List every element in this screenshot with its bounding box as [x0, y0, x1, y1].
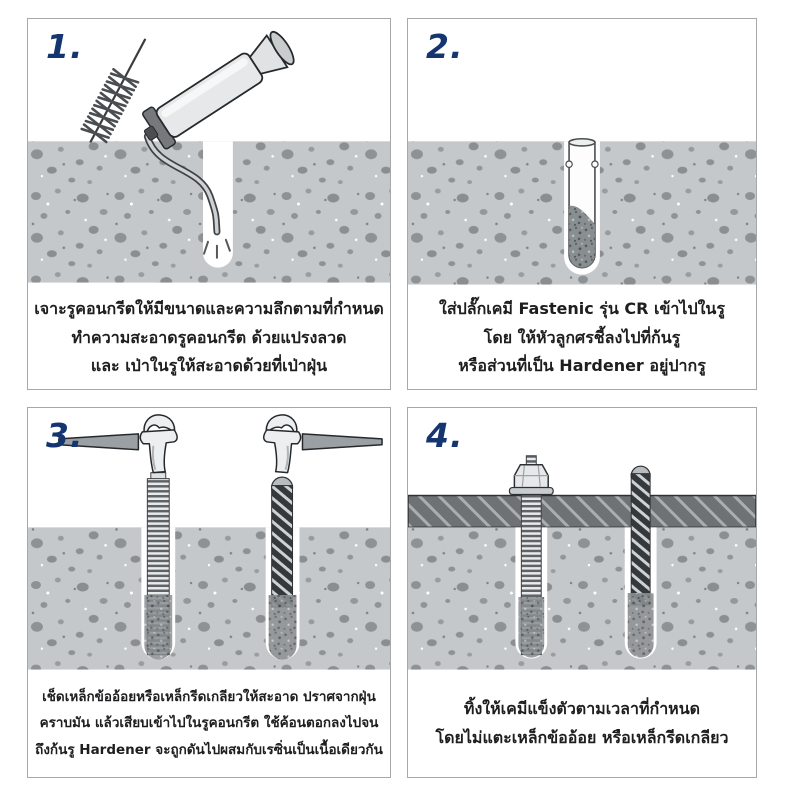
wire-brush-icon	[80, 38, 147, 144]
caption-line: โดย ให้หัวลูกศรชี้ลงไปที่ก้นรู	[483, 327, 681, 347]
caption-line: และ เป่าในรูให้สะอาดด้วยที่เป่าฝุ่น	[90, 356, 328, 376]
resin-fill	[518, 596, 545, 658]
caption-line: เช็ดเหล็กข้ออ้อยหรือเหล็กรีดเกลียวให้สะอ…	[42, 689, 376, 706]
step-number-1: 1.	[46, 27, 84, 66]
washer	[508, 486, 554, 496]
step-4-illustration	[408, 455, 756, 670]
step-3-caption: เช็ดเหล็กข้ออ้อยหรือเหล็กรีดเกลียวให้สะอ…	[32, 674, 386, 773]
fixture-plate	[408, 494, 756, 529]
caption-line: ใส่ปลั๊กเคมี Fastenic รุ่น CR เข้าไปในรู	[439, 298, 725, 318]
hammer-icon	[262, 414, 383, 474]
concrete-block	[28, 527, 390, 670]
step-2-illustration	[408, 137, 756, 285]
chemical-capsule-icon	[565, 137, 599, 269]
air-puff-lines	[203, 238, 231, 259]
resin-fill	[268, 594, 297, 660]
blow-pump-icon	[142, 30, 295, 150]
caption-line: คราบมัน แล้วเสียบเข้าไปในรูคอนกรีต ใช้ค้…	[39, 715, 379, 732]
resin-fill	[144, 594, 173, 660]
rebar-rod-icon	[630, 465, 651, 606]
step-number-2: 2.	[426, 27, 464, 66]
hammer-icon	[58, 414, 178, 474]
resin-fill	[627, 592, 654, 658]
caption-line: ถึงก้นรู Hardener จะถูกดันไปผสมกับเรซิ่น…	[35, 741, 383, 758]
capsule-notch	[565, 160, 573, 168]
capsule-notch	[591, 160, 599, 168]
step-1-illustration	[28, 30, 390, 283]
caption-line: ทำความสะอาดรูคอนกรีต ด้วยแปรงลวด	[71, 327, 347, 347]
step-panel-2: 2. ใส่ปลั๊กเคมี Fastenic รุ่น CR เข้าไปใ…	[407, 18, 757, 390]
step-number-3: 3.	[46, 416, 84, 455]
step-panel-3: 3.	[27, 407, 391, 778]
concrete-block	[408, 527, 756, 670]
step-panel-4: 4.	[407, 407, 757, 778]
caption-line: เจาะรูคอนกรีตให้มีขนาดและความลึกตามที่กำ…	[34, 298, 384, 318]
step-3-illustration	[28, 414, 390, 670]
step-number-4: 4.	[426, 416, 464, 455]
blow-tube	[143, 132, 221, 236]
step-4-caption: ทิ้งให้เคมีแข็งตัวตามเวลาที่กำหนด โดยไม่…	[412, 674, 752, 773]
step-2-caption: ใส่ปลั๊กเคมี Fastenic รุ่น CR เข้าไปในรู…	[412, 291, 752, 385]
caption-line: โดยไม่แตะเหล็กข้ออ้อย หรือเหล็กรีดเกลียว	[435, 727, 729, 747]
drilled-hole	[203, 141, 233, 268]
rebar-rod-icon	[271, 476, 294, 608]
step-panel-1: 1.	[27, 18, 391, 390]
caption-line: หรือส่วนที่เป็น Hardener อยู่ปากรู	[458, 356, 706, 376]
hex-nut-icon	[513, 463, 549, 489]
step-1-caption: เจาะรูคอนกรีตให้มีขนาดและความลึกตามที่กำ…	[32, 291, 386, 385]
resin-fill	[569, 205, 595, 268]
caption-line: ทิ้งให้เคมีแข็งตัวตามเวลาที่กำหนด	[463, 698, 701, 718]
